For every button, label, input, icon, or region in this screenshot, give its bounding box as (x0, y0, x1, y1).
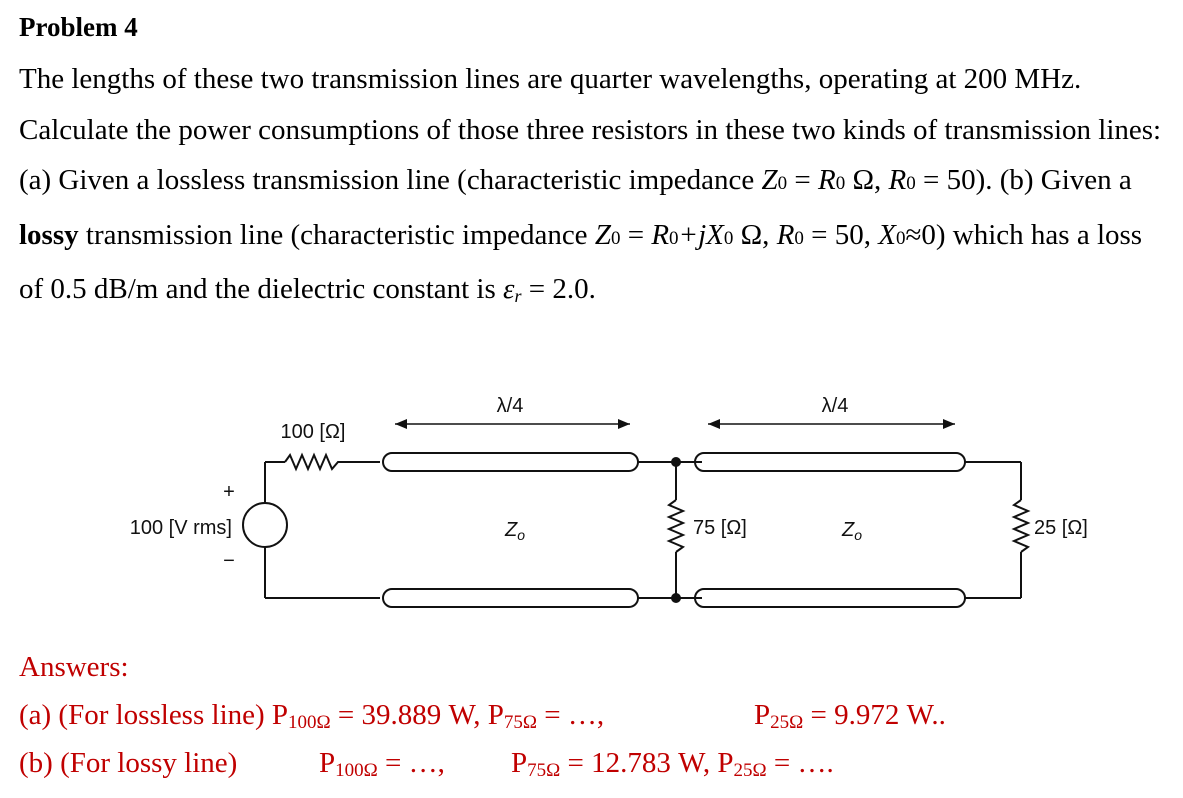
series-resistor-label: 100 [Ω] (281, 421, 346, 443)
epsilon-value: = 2.0. (521, 273, 596, 305)
intro-text: The lengths of these two transmission li… (19, 63, 1162, 196)
line2-impedance-label: Zo (841, 519, 862, 543)
answers-heading: Answers: (19, 651, 129, 683)
x0-sub-2: 0 (895, 227, 906, 249)
line2-bottom-conductor (694, 588, 966, 608)
line1-top-conductor (382, 452, 639, 472)
r0-sub: 0 (835, 173, 846, 194)
answer-b-p75-p25: P75Ω = 12.783 W, P25Ω = …. (511, 747, 834, 781)
answers-section: Answers: (a) (For lossless line) P100Ω =… (19, 643, 1169, 787)
r0-value-2: = 50, (803, 218, 879, 251)
line1-bottom-conductor (382, 588, 639, 608)
line1-impedance-label: Zo (504, 519, 525, 543)
eq-2: = (620, 218, 652, 251)
x0-symbol: X (878, 218, 896, 251)
answer-b-prefix: (b) (For lossy line) (19, 747, 238, 779)
r0-symbol-3: R (651, 218, 670, 251)
lossy-word: lossy (19, 218, 79, 251)
z0-symbol: Z (761, 164, 778, 196)
ohm-unit-1: Ω, (845, 164, 889, 196)
load-resistor-icon (1011, 499, 1031, 553)
r0-value: = 50). (b) Given a (915, 164, 1132, 196)
epsilon-symbol: εr (503, 273, 522, 306)
z0-symbol-2: Z (594, 218, 611, 251)
answer-a-row: (a) (For lossless line) P100Ω = 39.889 W… (19, 691, 1169, 739)
r0-sub-2: 0 (906, 173, 916, 194)
circuit-diagram: 100 [V rms] + − 100 [Ω] λ/4 λ/4 Zo Zo 75… (130, 395, 1088, 608)
r0-symbol-2: R (888, 164, 907, 196)
voltage-source-icon (242, 502, 288, 548)
problem-title: Problem 4 (19, 12, 138, 42)
line2-top-conductor (694, 452, 966, 472)
load-resistor-label: 25 [Ω] (1034, 517, 1088, 539)
z0-sub: 0 (777, 173, 788, 194)
series-resistor-icon (284, 452, 380, 472)
eq-1: = (787, 164, 818, 196)
source-plus-sign: + (223, 481, 235, 503)
shunt-resistor-label: 75 [Ω] (693, 517, 747, 539)
r0-symbol: R (817, 164, 836, 196)
junction-dot-top (671, 457, 681, 467)
part-b-text: transmission line (characteristic impeda… (78, 218, 595, 251)
source-label: 100 [V rms] (130, 517, 232, 539)
r0-sub-3: 0 (669, 227, 679, 249)
x0-sub: 0 (723, 227, 734, 249)
source-minus-sign: − (223, 550, 235, 572)
answer-a-part1: (a) (For lossless line) P100Ω = 39.889 W… (19, 699, 605, 733)
answer-b-row: (b) (For lossy line) P100Ω = …, P75Ω = 1… (19, 739, 1169, 787)
r0-sub-4: 0 (794, 227, 804, 249)
z0-sub-2: 0 (610, 227, 621, 249)
r0-symbol-4: R (776, 218, 795, 251)
ohm-unit-2: Ω, (733, 218, 777, 251)
line2-length-label: λ/4 (822, 395, 849, 417)
line1-length-label: λ/4 (497, 395, 524, 417)
problem-statement: The lengths of these two transmission li… (19, 54, 1169, 322)
junction-dot-bottom (671, 593, 681, 603)
plus-jx: +jX (678, 218, 724, 251)
approx-zero-text: ≈0) which has a loss of 0.5 dB/m and the… (19, 218, 1143, 306)
shunt-resistor-icon (666, 499, 686, 553)
answer-a-p25: P25Ω = 9.972 W.. (754, 699, 946, 733)
answer-b-p100: P100Ω = …, (319, 747, 445, 781)
